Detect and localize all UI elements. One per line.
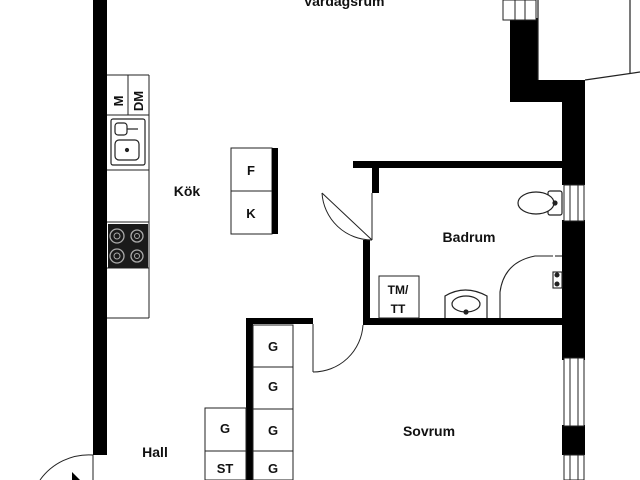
fridge-freezer-unit xyxy=(230,147,278,235)
bedroom-top-wall-left xyxy=(246,318,313,324)
window-bedroom-1 xyxy=(563,357,585,427)
toilet-icon xyxy=(517,190,563,216)
stove-icon xyxy=(108,224,148,268)
fixture-label-m: M xyxy=(111,96,126,107)
bedroom-left-wall xyxy=(246,318,253,480)
bathroom-bottom-wall xyxy=(363,318,565,325)
washbasin-icon xyxy=(444,289,488,318)
hall-wardrobes xyxy=(204,407,247,480)
walls xyxy=(93,0,585,480)
fixture-label-tm: TM/ xyxy=(388,283,409,297)
room-label-vardagsrum: Vardagsrum xyxy=(304,0,385,9)
right-exterior-wall-low xyxy=(562,220,585,360)
kitchen-sink-icon xyxy=(110,118,146,166)
right-exterior-wall-bottom xyxy=(562,425,585,455)
washer-dryer-box xyxy=(378,275,420,319)
kitchen-counter xyxy=(107,74,150,319)
entrance-arrow-icon xyxy=(72,472,80,480)
bathroom-left-wall xyxy=(372,161,379,193)
wardrobe-label-g-1: G xyxy=(268,339,278,354)
right-exterior-wall-mid xyxy=(562,80,585,185)
fixture-label-f: F xyxy=(247,163,255,178)
window-bathroom xyxy=(563,184,585,222)
window-top-right xyxy=(502,0,537,21)
room-label-badrum: Badrum xyxy=(443,229,496,245)
wardrobe-label-g-3: G xyxy=(268,423,278,438)
hall-wardrobe-label-st: ST xyxy=(217,461,234,476)
hall-wardrobe-label-g: G xyxy=(220,421,230,436)
bathroom-top-wall xyxy=(353,161,565,168)
left-exterior-wall xyxy=(93,0,107,455)
shower-icon xyxy=(499,255,563,318)
wardrobe-column xyxy=(252,324,294,480)
room-label-sovrum: Sovrum xyxy=(403,423,455,439)
wardrobe-label-g-2: G xyxy=(268,379,278,394)
wardrobe-label-g-4: G xyxy=(268,461,278,476)
balcony-outline xyxy=(537,0,640,81)
room-label-hall: Hall xyxy=(142,444,168,460)
bedroom-door xyxy=(312,324,364,373)
room-label-kok: Kök xyxy=(174,183,201,199)
bathroom-door xyxy=(321,192,373,241)
fixture-label-k: K xyxy=(246,206,256,221)
bathroom-left-wall-low xyxy=(363,240,370,325)
fixture-label-dm: DM xyxy=(131,91,146,111)
entrance-door xyxy=(39,454,94,480)
fixture-label-tt: TT xyxy=(391,302,406,316)
window-bedroom-2 xyxy=(563,454,585,480)
